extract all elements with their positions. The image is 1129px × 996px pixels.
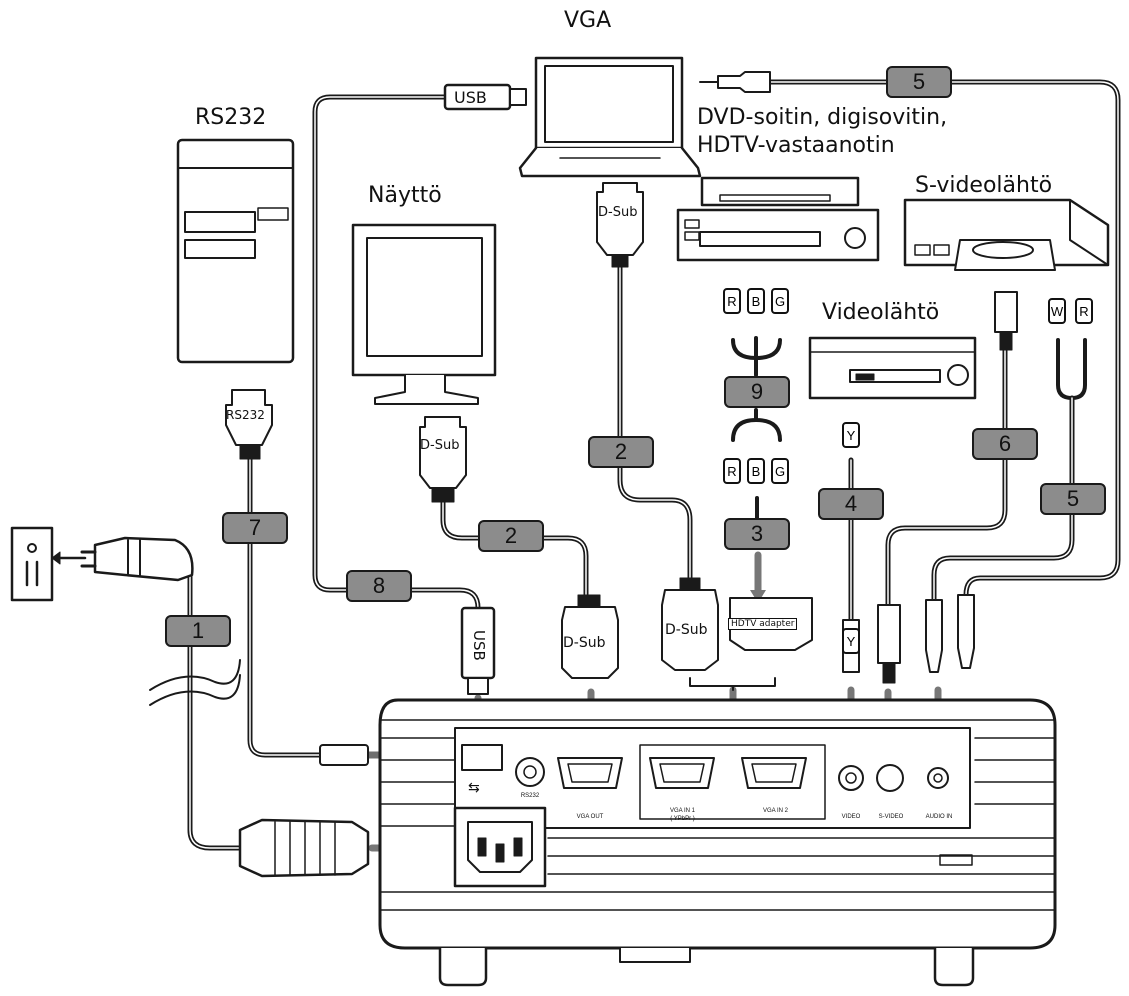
dsub-monitor-label: D-Sub — [420, 438, 460, 453]
rca-y-top: Y — [842, 422, 860, 448]
rca-b-top: B — [747, 288, 765, 314]
monitor — [351, 223, 497, 377]
dsub-out-label: D-Sub — [563, 635, 606, 651]
label-video-out: Videolähtö — [822, 300, 940, 325]
rca-w: W — [1048, 298, 1066, 324]
cable-tag-7: 7 — [222, 512, 288, 544]
cable-tag-2-laptop: 2 — [588, 436, 654, 468]
rca-g-bottom: G — [771, 458, 789, 484]
port-label-svideo: S-VIDEO — [878, 814, 904, 820]
cable-tag-9: 9 — [724, 376, 790, 408]
rca-r-bottom: R — [723, 458, 741, 484]
svideo-dvd — [903, 198, 1110, 267]
cable-tag-3: 3 — [724, 518, 790, 550]
rca-r-top: R — [723, 288, 741, 314]
cable-tag-6: 6 — [972, 428, 1038, 460]
label-monitor: Näyttö — [368, 183, 442, 208]
usb-port-icon: ⇆ — [468, 780, 480, 796]
label-svideo-out: S-videolähtö — [915, 173, 1053, 198]
dvd-player — [700, 176, 860, 207]
rca-g-top: G — [771, 288, 789, 314]
cable-vga-laptop — [617, 259, 693, 583]
power-connector — [238, 818, 370, 878]
laptop — [534, 56, 684, 150]
rca-b-bottom: B — [747, 458, 765, 484]
port-label-video: VIDEO — [841, 814, 861, 820]
cable-tag-5-right: 5 — [1040, 483, 1106, 515]
rca-y-bottom: Y — [842, 628, 860, 654]
hdtv-adapter-label: HDTV adapter — [728, 618, 798, 630]
label-hdtv: HDTV-vastaanotin — [697, 133, 895, 158]
port-label-vga-in2: VGA IN 2 — [762, 808, 788, 814]
wall-outlet — [10, 526, 54, 602]
dsub-laptop-label: D-Sub — [598, 205, 638, 220]
power-plug — [93, 536, 194, 582]
port-label-audio: AUDIO IN — [925, 814, 953, 820]
dsub-in-label: D-Sub — [665, 622, 708, 638]
port-label-vga-in1b: ( YPbPr ) — [670, 816, 695, 822]
label-dvd: DVD-soitin, digisovitin, — [697, 105, 948, 130]
usb-top-label: USB — [454, 88, 487, 107]
port-label-vga-out: VGA OUT — [576, 814, 604, 820]
cable-tag-2-monitor: 2 — [478, 520, 544, 552]
label-rs232: RS232 — [195, 105, 267, 130]
cable-tag-1: 1 — [165, 615, 231, 647]
port-label-vga-in1: VGA IN 1 — [669, 808, 695, 814]
label-vga: VGA — [564, 8, 612, 33]
usb-bottom-label: USB — [470, 630, 488, 661]
cable-tag-8: 8 — [346, 570, 412, 602]
port-label-rs232: RS232 — [520, 793, 540, 799]
rca-r-audio: R — [1075, 298, 1093, 324]
cable-tag-4: 4 — [818, 488, 884, 520]
cable-rs232 — [247, 455, 323, 758]
cable-tag-5-top: 5 — [886, 66, 952, 98]
pc-tower — [176, 138, 295, 364]
rs232-plug-label: RS232 — [226, 408, 265, 422]
